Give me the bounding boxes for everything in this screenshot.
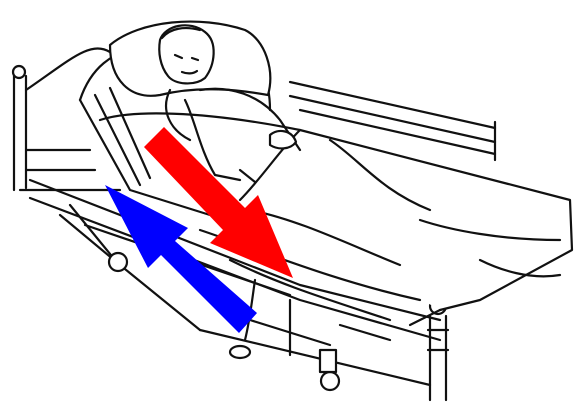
bed-illustration	[0, 0, 575, 412]
illustration-canvas	[0, 0, 575, 412]
